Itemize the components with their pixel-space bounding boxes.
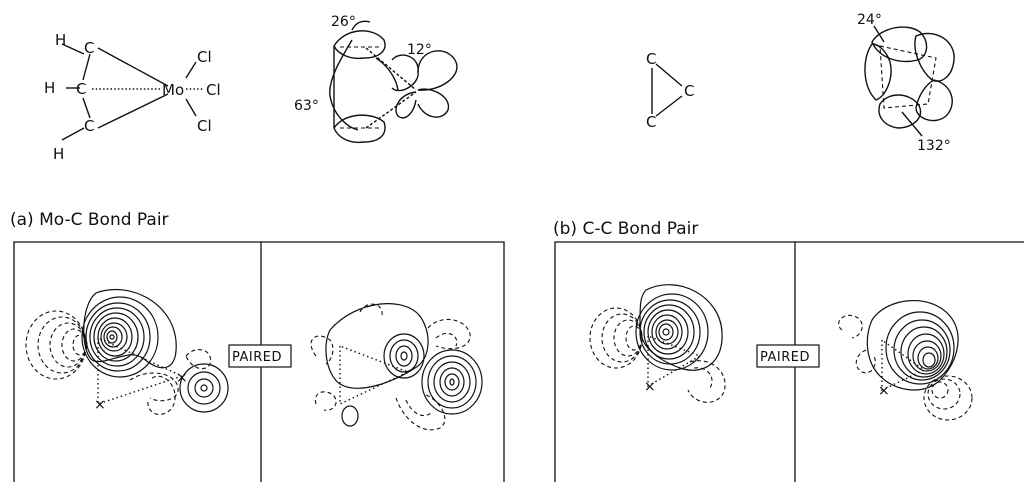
- c-c-lobe-sketch: 24° 132°: [857, 12, 955, 154]
- bond-h-c-upper: [61, 43, 85, 55]
- c3-ring: C C C: [646, 50, 694, 131]
- panel-b-left-nucleus-marker: ×: [644, 379, 656, 395]
- panel-b-paired-label: PAIRED: [760, 350, 810, 365]
- angle-63-label: 63°: [294, 98, 319, 114]
- contour-right-neg-bottom-2: [405, 399, 433, 417]
- contour-positive-lobe: [81, 289, 177, 378]
- mo-complex-structure: H H H C C C Mo Cl Cl Cl: [44, 31, 221, 163]
- atom-c-upper: C: [84, 39, 94, 57]
- contour-right-envelope: [325, 303, 429, 389]
- arc-26: [351, 20, 371, 31]
- bond-h-c-lower: [61, 127, 85, 141]
- panel-a-border: [13, 241, 505, 482]
- bond-mo-cl-upper: [185, 61, 197, 79]
- panel-a-left-nucleus-marker: ×: [94, 397, 106, 413]
- ring-lobe-bottom: [878, 94, 922, 129]
- bond-mo-cl-lower: [185, 98, 197, 117]
- contour-mo-center: [179, 363, 229, 413]
- panel-b-border: [554, 241, 1024, 482]
- angle-132-label: 132°: [917, 138, 951, 154]
- panel-a-right-contours: [310, 303, 483, 431]
- axis-lower-to-mo: [365, 91, 417, 129]
- contour-negative-left: [25, 310, 88, 380]
- contour-right-lobe-2: [421, 349, 483, 415]
- bond-c-c-upper: [82, 53, 91, 81]
- contour-right-neg-left-2: [314, 391, 337, 411]
- atom-h-upper: H: [55, 31, 66, 49]
- axis-upper-to-mo: [365, 47, 417, 91]
- contour-b-left-neg-right: [687, 360, 726, 403]
- contour-negative-mid-2: [147, 375, 176, 415]
- panel-a-left-nuclei-path: [97, 337, 184, 405]
- angle-12-label: 12°: [407, 42, 432, 58]
- panel-b-paired-tag: PAIRED: [756, 344, 820, 368]
- contour-right-small: [341, 405, 359, 427]
- ring-atom-c-top: C: [646, 50, 656, 68]
- bond-c-mo-upper: [97, 47, 169, 87]
- mo-c-lobe-sketch: 26° 12° 63°: [294, 14, 458, 144]
- panel-a-left-contours: × ×: [25, 289, 229, 415]
- contour-b-right-neg-left-2: [855, 349, 876, 374]
- contour-right-lobe-1: [383, 333, 425, 379]
- contour-b-left-neg-right-2: [693, 367, 713, 389]
- panel-a-caption: (a) Mo-C Bond Pair: [10, 210, 169, 230]
- ring-lobe-top: [871, 26, 928, 63]
- panel-b-caption: (b) C-C Bond Pair: [553, 219, 698, 239]
- panel-b-right-nucleus-marker: ×: [878, 383, 890, 399]
- mo-lobe-right-top: [417, 50, 458, 91]
- mo-lobe-lower: [395, 91, 417, 119]
- contour-right-neg-left: [310, 335, 334, 365]
- contour-b-left-negative: [589, 307, 643, 369]
- ring-bond-bottom: [655, 95, 683, 117]
- contour-b-right-neg-left: [838, 314, 863, 339]
- atom-cl-middle: Cl: [206, 81, 221, 99]
- atom-c-lower: C: [84, 117, 94, 135]
- panel-b-right-nuclei-path: [881, 339, 926, 392]
- contour-right-neg-top: [427, 318, 471, 350]
- ring-lobe-axes: [879, 45, 937, 109]
- lobe-upper: [333, 30, 386, 60]
- arc-12: [375, 57, 399, 91]
- atom-mo: Mo: [162, 81, 184, 99]
- atom-c-middle: C: [76, 80, 86, 98]
- arc-63: [329, 39, 359, 131]
- panel-a-right-nuclei-path: [339, 345, 410, 406]
- angle-132-leader: [901, 111, 923, 137]
- angle-24-label: 24°: [857, 12, 882, 28]
- angle-24-leader: [873, 25, 885, 43]
- contour-b-right-positive: [866, 299, 959, 391]
- lobe-lower: [333, 114, 386, 144]
- atom-cl-lower: Cl: [197, 117, 212, 135]
- mo-lobe-right-bottom: [417, 88, 450, 118]
- ring-atom-c-right: C: [684, 82, 694, 100]
- mo-lobe-upper-left: [391, 54, 419, 92]
- ring-lobe-right-bottom: [915, 79, 953, 122]
- contour-negative-mid: [129, 372, 179, 402]
- bond-c-c-lower: [82, 97, 91, 119]
- ring-atom-c-bottom: C: [646, 113, 656, 131]
- panel-a-left-nucleus-marker-2: ×: [176, 370, 188, 386]
- atom-h-lower: H: [53, 145, 64, 163]
- panel-a-paired-tag: PAIRED: [228, 344, 292, 368]
- contour-right-neg-bottom: [395, 393, 446, 431]
- ring-lobe-left: [864, 43, 892, 101]
- angle-26-label: 26°: [331, 14, 356, 30]
- atom-cl-upper: Cl: [197, 48, 212, 66]
- contour-negative-right: [185, 349, 212, 370]
- panel-b-left-contours: ×: [589, 284, 726, 403]
- panel-b-right-contours: ×: [838, 299, 973, 421]
- contour-b-left-positive: [635, 284, 723, 371]
- contour-b-right-neg-bottom: [923, 375, 973, 421]
- ring-lobe-right-top: [914, 32, 955, 82]
- contour-right-neg-top-2: [435, 332, 458, 347]
- ring-bond-top: [655, 63, 683, 87]
- contour-right-neg-top-left: [359, 303, 383, 317]
- bond-c-mo-lower: [97, 93, 169, 129]
- panel-a-paired-label: PAIRED: [232, 350, 282, 365]
- atom-h-middle: H: [44, 79, 55, 97]
